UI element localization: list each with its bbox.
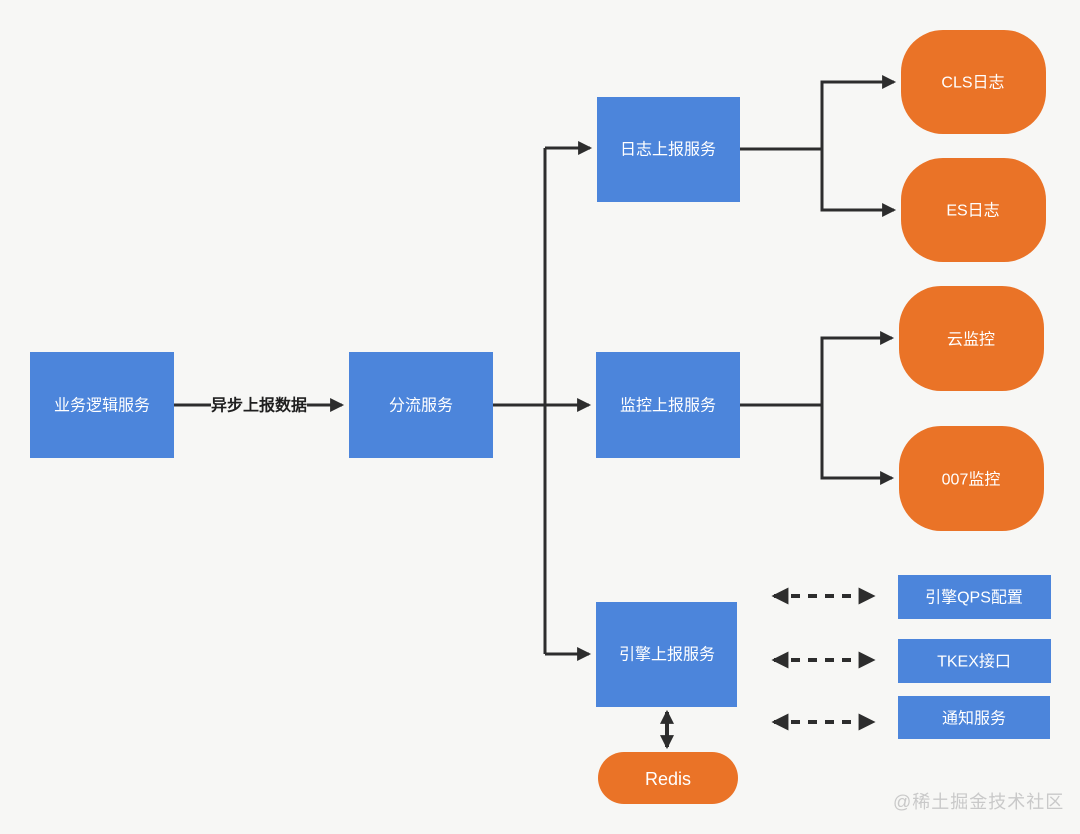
node-redis: Redis <box>598 752 738 804</box>
node-business-logic-label: 业务逻辑服务 <box>54 397 150 415</box>
node-log-report-service: 日志上报服务 <box>597 97 740 202</box>
node-engine-report-service: 引擎上报服务 <box>596 602 737 707</box>
node-es-log-label: ES日志 <box>946 202 999 220</box>
node-cloud-monitor-label: 云监控 <box>947 331 995 349</box>
edge-log-to-cls <box>740 75 897 151</box>
node-cls-log: CLS日志 <box>901 30 1046 134</box>
node-engine-report-label: 引擎上报服务 <box>619 646 715 664</box>
node-splitter-service: 分流服务 <box>349 352 493 458</box>
edge-label-async-text: 异步上报数据 <box>211 396 307 415</box>
edge-monitor-to-cloud <box>740 331 895 407</box>
node-cloud-monitor: 云监控 <box>899 286 1044 391</box>
node-007-monitor: 007监控 <box>899 426 1044 531</box>
node-engine-qps-label: 引擎QPS配置 <box>925 589 1023 607</box>
edge-label-async: 异步上报数据 <box>211 394 307 416</box>
node-monitor-report-service: 监控上报服务 <box>596 352 740 458</box>
node-business-logic-service: 业务逻辑服务 <box>30 352 174 458</box>
watermark-text: @稀土掘金技术社区 <box>893 792 1064 812</box>
node-notify-label: 通知服务 <box>942 710 1006 728</box>
node-notify-service: 通知服务 <box>898 696 1050 739</box>
node-tkex-interface: TKEX接口 <box>898 639 1051 683</box>
node-engine-qps-config: 引擎QPS配置 <box>898 575 1051 619</box>
node-splitter-label: 分流服务 <box>389 397 453 415</box>
node-monitor-report-label: 监控上报服务 <box>620 397 716 415</box>
edge-monitor-to-007 <box>820 405 895 485</box>
node-es-log: ES日志 <box>901 158 1046 262</box>
node-007-monitor-label: 007监控 <box>942 471 1001 489</box>
node-tkex-label: TKEX接口 <box>937 653 1011 671</box>
node-redis-label: Redis <box>645 769 691 789</box>
node-log-report-label: 日志上报服务 <box>620 141 716 159</box>
edge-log-to-es <box>820 149 897 217</box>
node-cls-log-label: CLS日志 <box>941 74 1004 92</box>
